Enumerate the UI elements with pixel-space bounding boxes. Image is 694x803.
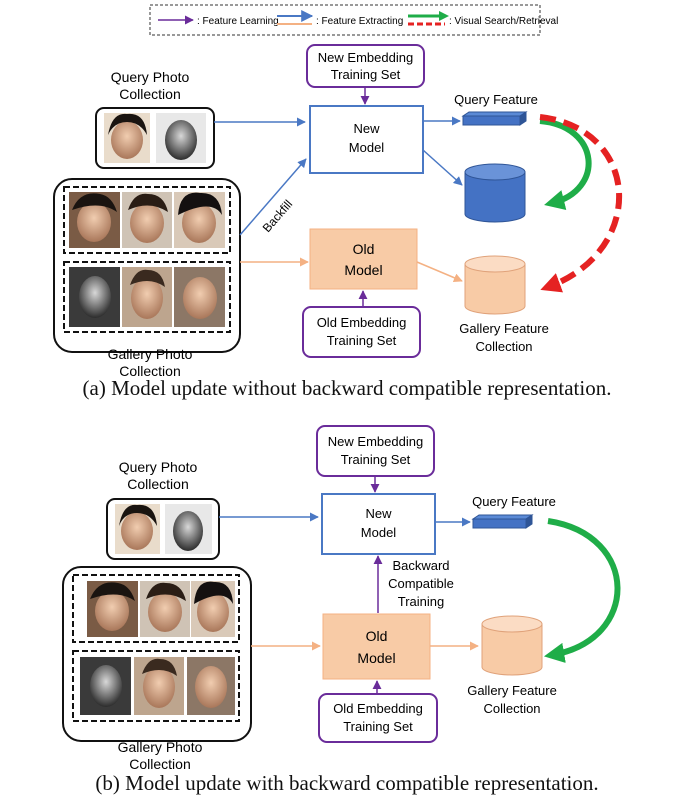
- gallery-row-2: [72, 650, 240, 722]
- gallery-feature-line2: Collection: [475, 339, 532, 354]
- gallery-photo-5: [122, 267, 172, 327]
- old-training-set-line1: Old Embedding: [317, 315, 407, 330]
- gallery-photo-1: [87, 581, 138, 637]
- query-feature-vector: [461, 111, 528, 126]
- green-search-arrow: [539, 118, 592, 210]
- query-photo-1: [115, 504, 160, 554]
- old-model-line1: Old: [353, 241, 375, 257]
- caption-a: (a) Model update without backward compat…: [82, 376, 612, 400]
- new-model-line1: New: [365, 506, 392, 521]
- new-training-set-line2: Training Set: [341, 452, 411, 467]
- green-search-arrow: [543, 518, 621, 663]
- old-training-set-line2: Training Set: [343, 719, 413, 734]
- new-gallery-db: [464, 163, 526, 223]
- new-training-set-line1: New Embedding: [318, 50, 413, 65]
- new-model-box: [309, 105, 424, 174]
- new-model-line1: New: [353, 121, 380, 136]
- gallery-row-1: [63, 186, 231, 254]
- old-training-set-line1: Old Embedding: [333, 701, 423, 716]
- gallery-photo-4: [69, 267, 120, 327]
- gallery-collection-line1: Gallery Photo: [108, 346, 193, 362]
- query-photo-2: [165, 504, 212, 554]
- backfill-label: Backfill: [260, 197, 296, 235]
- old-training-set-line2: Training Set: [327, 333, 397, 348]
- old-training-set-box: [318, 693, 438, 743]
- panel-b: New Embedding Training Set Query Photo C…: [62, 425, 621, 772]
- gallery-photo-2: [140, 581, 190, 637]
- query-photo-2: [156, 113, 206, 163]
- old-model-box: [322, 613, 431, 680]
- caption-b: (b) Model update with backward compatibl…: [95, 771, 599, 795]
- query-collection-line2: Collection: [119, 86, 180, 102]
- gallery-photo-6: [187, 657, 235, 715]
- new-model-line2: Model: [349, 140, 385, 155]
- query-photo-1: [104, 113, 150, 163]
- bct-line1: Backward: [392, 558, 449, 573]
- old-gallery-db: [481, 615, 543, 676]
- legend-learning-label: : Feature Learning: [197, 16, 279, 27]
- old-gallery-db: [464, 255, 526, 315]
- gallery-feature-line1: Gallery Feature: [459, 321, 549, 336]
- gallery-collection-line1: Gallery Photo: [118, 739, 203, 755]
- new-model-to-db-arrow: [422, 149, 463, 186]
- gallery-feature-line2: Collection: [483, 701, 540, 716]
- gallery-collection-line2: Collection: [129, 756, 190, 772]
- red-search-arrow: [539, 114, 623, 293]
- new-training-set-line2: Training Set: [331, 67, 401, 82]
- old-model-line1: Old: [366, 628, 388, 644]
- gallery-photo-1: [69, 192, 120, 248]
- gallery-photo-3: [191, 581, 235, 637]
- gallery-photo-5: [134, 657, 184, 715]
- legend-search-label: : Visual Search/Retrieval: [449, 16, 558, 27]
- new-training-set-line1: New Embedding: [328, 434, 423, 449]
- old-model-to-db-arrow: [416, 261, 463, 282]
- bct-line2: Compatible: [388, 576, 454, 591]
- query-feature-vector: [471, 514, 534, 529]
- query-feature-label: Query Feature: [454, 92, 538, 107]
- query-collection-line1: Query Photo: [111, 69, 190, 85]
- backfill-arrow: [239, 158, 307, 236]
- gallery-photo-3: [174, 192, 225, 248]
- new-model-line2: Model: [361, 525, 397, 540]
- gallery-collection-line2: Collection: [119, 363, 180, 379]
- legend-extracting-label: : Feature Extracting: [316, 16, 403, 27]
- gallery-row-2: [63, 261, 231, 333]
- old-model-line2: Model: [344, 262, 382, 278]
- legend-box: [149, 4, 541, 36]
- query-feature-label: Query Feature: [472, 494, 556, 509]
- query-collection-line1: Query Photo: [119, 459, 198, 475]
- gallery-row-1: [72, 574, 240, 643]
- old-model-box: [309, 228, 418, 290]
- query-collection-line2: Collection: [127, 476, 188, 492]
- bct-line3: Training: [398, 594, 444, 609]
- gallery-photo-2: [122, 192, 172, 248]
- old-training-set-box: [302, 306, 421, 358]
- gallery-photo-4: [80, 657, 131, 715]
- panel-a: New Embedding Training Set Query Photo C…: [53, 44, 623, 379]
- legend: : Feature Learning : Feature Extracting …: [149, 4, 558, 36]
- gallery-photo-6: [174, 267, 225, 327]
- old-model-line2: Model: [357, 650, 395, 666]
- new-model-box: [321, 493, 436, 555]
- gallery-feature-line1: Gallery Feature: [467, 683, 557, 698]
